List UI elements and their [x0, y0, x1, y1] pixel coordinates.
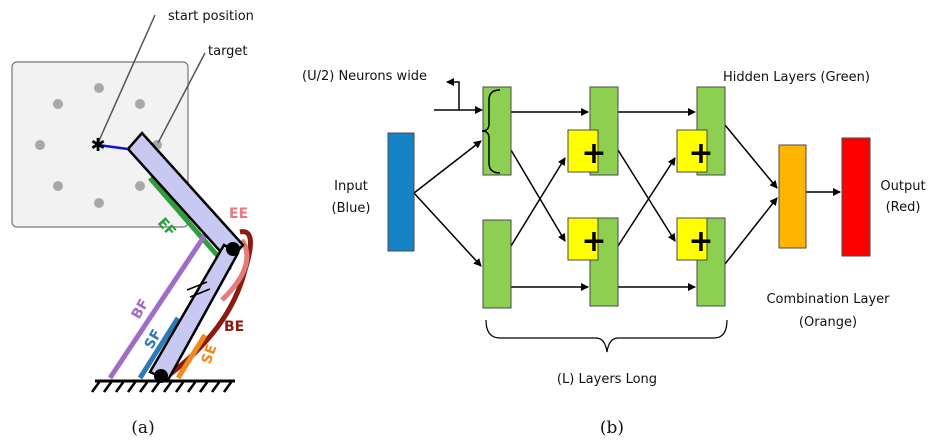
caption-b: (b) — [600, 418, 624, 438]
target-leader — [157, 52, 206, 144]
target-dot — [53, 99, 63, 109]
arrow — [724, 197, 778, 265]
arrow — [413, 192, 482, 267]
muscle-label-be: BE — [224, 319, 244, 335]
layers-long-brace — [485, 319, 728, 353]
hidden-neuron-block — [482, 219, 512, 309]
hidden-layers-label: Hidden Layers (Green) — [723, 70, 870, 85]
end-effector-link — [97, 143, 129, 151]
add-node-symbol: + — [581, 224, 606, 259]
target-dot — [53, 181, 63, 191]
target-dot — [135, 181, 145, 191]
bi-articular-mark — [186, 281, 211, 298]
add-node — [676, 129, 708, 173]
combination-label-line2: (Orange) — [799, 315, 857, 330]
brace-pointer — [446, 78, 460, 110]
connections — [413, 78, 841, 291]
add-node — [567, 217, 599, 261]
add-node — [676, 217, 708, 261]
start-position-marker: ✱ — [90, 135, 105, 156]
caption-a: (a) — [131, 418, 154, 438]
muscle-sf — [137, 316, 181, 380]
arrow — [413, 140, 482, 194]
arrow — [724, 124, 778, 189]
combination-label-line1: Combination Layer — [766, 292, 890, 307]
target-dot — [35, 140, 45, 150]
arrow — [510, 149, 566, 242]
muscle-label-ee: EE — [229, 206, 248, 222]
input-label-line2: (Blue) — [332, 201, 371, 216]
neurons-wide-label: (U/2) Neurons wide — [302, 69, 427, 84]
input-layer — [387, 132, 415, 252]
add-node-symbol: + — [688, 136, 713, 171]
output-layer — [841, 137, 871, 257]
panel-a: start position target ✱ EF EE BF BE SF S… — [11, 9, 254, 438]
muscle-se — [175, 333, 208, 380]
muscle-bf — [107, 218, 218, 380]
combination-layer — [778, 144, 807, 249]
add-node-symbol: + — [581, 136, 606, 171]
muscle-ef — [148, 176, 232, 272]
target-dot — [135, 99, 145, 109]
neurons-wide-brace — [481, 89, 501, 174]
add-node — [567, 129, 599, 173]
arrow — [510, 157, 566, 247]
start-position-label: start position — [168, 9, 254, 24]
start-position-leader — [97, 14, 156, 144]
layers-long-label: (L) Layers Long — [557, 372, 657, 387]
target-dot — [94, 83, 104, 93]
target-label: target — [208, 44, 248, 59]
panel-b: + + + + (U/2) Neurons wide Hidden Layers… — [302, 69, 926, 438]
target-dots — [35, 83, 162, 208]
arrow — [617, 157, 676, 247]
output-label-line1: Output — [880, 179, 925, 194]
forearm — [126, 131, 245, 263]
target-dot — [94, 198, 104, 208]
input-label-line1: Input — [334, 179, 368, 194]
ground-hatch — [90, 380, 234, 393]
hidden-neuron-block — [482, 86, 512, 176]
elbow-joint — [226, 242, 240, 256]
add-node-symbol: + — [688, 224, 713, 259]
output-label-line2: (Red) — [886, 200, 921, 215]
muscle-label-se: SE — [199, 342, 221, 366]
arrow — [617, 149, 676, 242]
